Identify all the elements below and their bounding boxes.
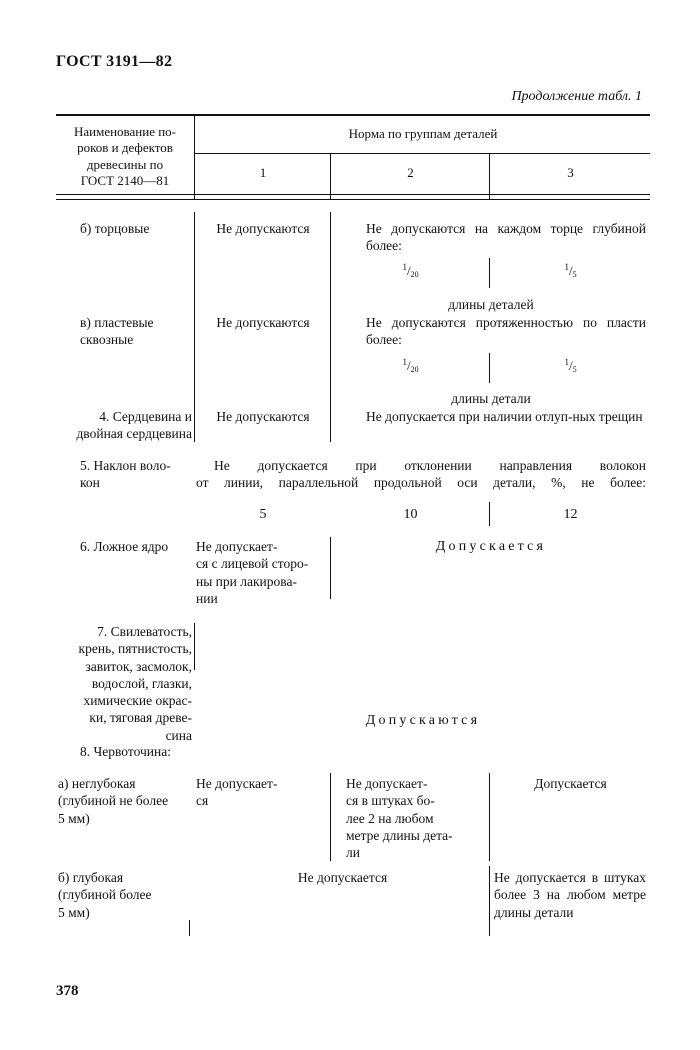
body-vline-g3-b (489, 773, 491, 861)
row-deep-g3: Не допускается в штуках более 3 на любом… (494, 870, 646, 920)
row-layer-fraction-2: 1/20 (402, 357, 419, 374)
row-grain-defects-name: 7. Свилеватость, крень, пятнистость, зав… (78, 624, 192, 743)
header-subrule (194, 153, 650, 155)
row-grain-span-line2: от линии, параллельной продольной оси де… (196, 475, 646, 490)
body-vline-frac-1 (489, 258, 491, 288)
row-deep-name: б) глубокая (глубиной более 5 мм) (58, 870, 152, 920)
continuation-label: Продолжение табл. 1 (511, 89, 642, 104)
header-group-2: 2 (407, 165, 414, 180)
body-vline-values (489, 502, 491, 526)
row-shallow-g1: Не допускает- ся (196, 776, 278, 809)
body-vline-tail (189, 920, 191, 936)
row-grain-value-1: 5 (259, 507, 267, 522)
document-title: ГОСТ 3191—82 (56, 53, 173, 70)
header-bottom-rule-2 (56, 199, 650, 201)
header-group-1: 1 (259, 165, 267, 180)
row-layer-name: в) пластевые сквозные (80, 315, 154, 348)
row-grain-value-3: 12 (563, 507, 578, 522)
row-layer-fraction-3: 1/5 (564, 357, 577, 374)
row-layer-tail: длины детали (451, 391, 531, 406)
row-wormhole-heading: 8. Червоточина: (80, 744, 171, 759)
header-vline-3 (489, 153, 491, 200)
body-vline-g3-c (489, 866, 491, 936)
row-face-fraction-3: 1/5 (564, 262, 577, 279)
page-number: 378 (56, 983, 79, 999)
header-bottom-rule-1 (56, 194, 650, 196)
row-false-core-name: 6. Ложное ядро (80, 539, 169, 554)
body-vline-g2-a (330, 212, 332, 442)
row-face-g1: Не допускаются (216, 221, 310, 236)
header-vline-2 (330, 153, 332, 200)
body-vline-frac-2 (489, 353, 491, 383)
header-vline-1 (194, 114, 196, 200)
row-grain-defects-all: Допускаются (365, 713, 481, 728)
body-vline-g1-b (194, 623, 196, 670)
row-deep-g12: Не допускается (297, 870, 388, 885)
header-group-3: 3 (567, 165, 574, 180)
row-face-name: б) торцовые (80, 221, 150, 236)
row-grain-name: 5. Наклон воло- кон (80, 458, 171, 491)
row-pith-name: 4. Сердцевина и двойная сердцевина (76, 409, 192, 442)
body-vline-g2-b (330, 773, 332, 861)
row-grain-span-line1: Не допускается при отклонении направлени… (214, 458, 646, 473)
row-shallow-g3: Допускается (534, 776, 607, 791)
row-shallow-g2: Не допускает- ся в штуках бо- лее 2 на л… (346, 776, 453, 861)
header-defect-name: Наименование по- роков и дефектов древес… (73, 124, 177, 188)
header-norm-groups: Норма по группам деталей (348, 126, 498, 141)
row-false-core-g1: Не допускает- ся с лицевой сторо- ны при… (196, 539, 309, 606)
row-grain-value-2: 10 (403, 507, 418, 522)
row-pith-g23: Не допускается при наличии отлуп-ных тре… (366, 409, 643, 424)
row-layer-g23: Не допускаются протяженностью по пласти … (366, 315, 646, 348)
row-face-g23: Не допускаются на каждом торце глубиной … (366, 221, 646, 254)
row-shallow-name: а) неглубокая (глубиной не более 5 мм) (58, 776, 169, 826)
row-false-core-g23: Допускается (435, 539, 547, 554)
row-pith-g1: Не допускаются (216, 409, 310, 424)
body-vline-false-core (330, 537, 332, 599)
table-top-rule (56, 114, 650, 116)
body-vline-g1-a (194, 212, 196, 442)
row-face-fraction-2: 1/20 (402, 262, 419, 279)
row-layer-g1: Не допускаются (216, 315, 310, 330)
row-face-tail: длины деталей (448, 297, 534, 312)
